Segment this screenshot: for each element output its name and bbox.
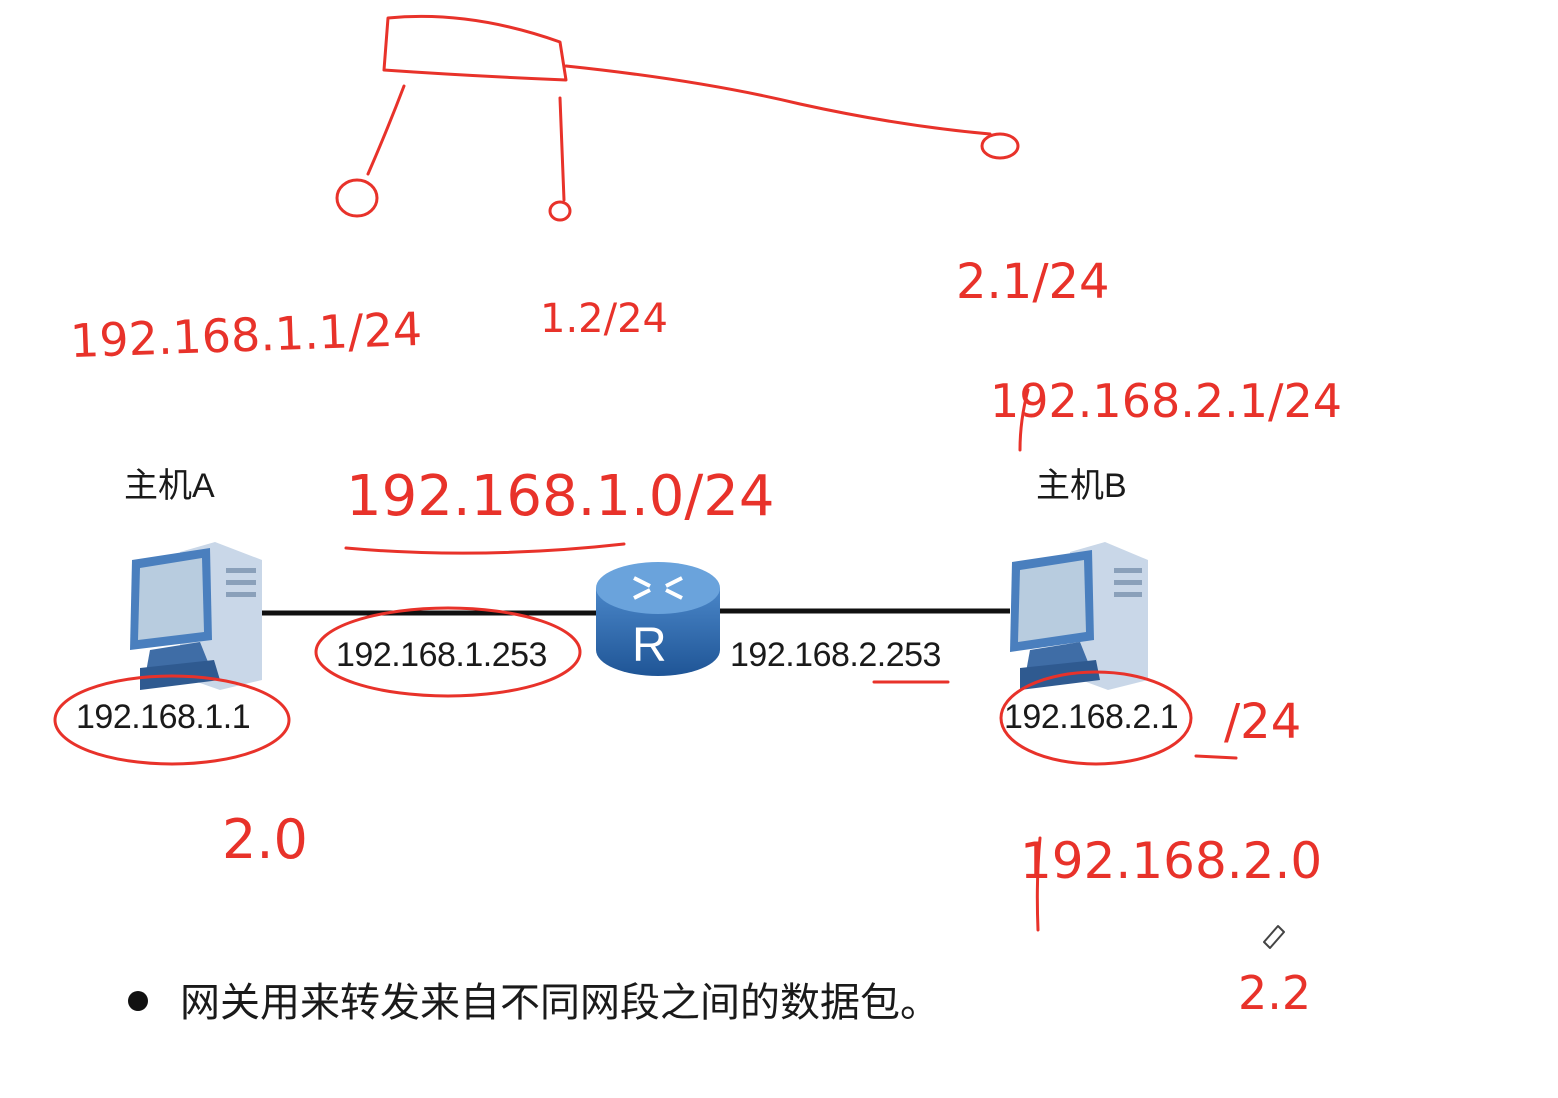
host-a-title: 主机A: [124, 467, 215, 505]
sketch-branch-middle: [558, 96, 566, 202]
hw-network-1: 192.168.1.0/24: [346, 464, 775, 529]
hw-left-2-0: 2.0: [222, 808, 308, 871]
underline-network-1: [344, 542, 626, 555]
hw-suffix-24: /24: [1224, 694, 1302, 750]
sketch-node-right: [980, 132, 1020, 160]
host-b-ip: 192.168.2.1: [1004, 698, 1179, 736]
hook-network-2: [1035, 836, 1042, 932]
hw-network-2: 192.168.2.0: [1020, 832, 1323, 890]
sketch-node-left: [335, 178, 379, 218]
sketch-branch-left: [366, 84, 406, 176]
host-a-computer-icon: [130, 542, 262, 690]
hw-mid-addr: 1.2/24: [540, 296, 668, 342]
underline-host-b-ip: [1194, 754, 1238, 760]
hook-host-b-addr: [1018, 388, 1030, 452]
router-letter: R: [632, 619, 667, 672]
host-a-ip: 192.168.1.1: [76, 698, 251, 736]
circle-router-left-ip: [314, 606, 582, 698]
pencil-cursor-icon: [1263, 925, 1285, 949]
host-b-computer-icon: [1010, 542, 1148, 690]
router-right-ip: 192.168.2.253: [730, 636, 941, 674]
hw-right-top-addr: 2.1/24: [956, 254, 1110, 310]
host-b-title: 主机B: [1036, 467, 1127, 505]
sketch-long-branch: [564, 64, 992, 136]
circle-host-a-ip: [53, 674, 291, 766]
router-left-ip: 192.168.1.253: [336, 636, 547, 674]
sketch-switch-box: [382, 14, 568, 82]
circle-host-b-ip: [999, 670, 1193, 766]
hw-bottom-2-2: 2.2: [1238, 966, 1312, 1020]
sketch-node-middle: [548, 200, 572, 222]
router-body: [596, 562, 720, 676]
bullet-dot: [128, 991, 148, 1012]
bullet-text: 网关用来转发来自不同网段之间的数据包。: [180, 981, 940, 1025]
bullet-item: 网关用来转发来自不同网段之间的数据包。: [128, 970, 940, 1028]
hw-host-b-addr: 192.168.2.1/24: [990, 374, 1343, 428]
router-arrows-icon: [633, 576, 683, 600]
